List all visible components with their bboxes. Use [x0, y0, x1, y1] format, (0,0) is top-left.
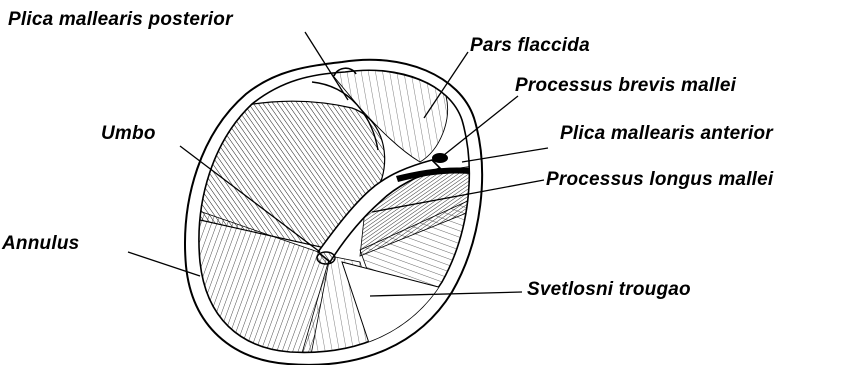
leader-plica-anterior	[462, 148, 548, 162]
label-processus-longus-mallei: Processus longus mallei	[546, 170, 773, 189]
label-umbo: Umbo	[101, 124, 156, 143]
label-plica-mallearis-posterior: Plica mallearis posterior	[8, 10, 233, 29]
label-plica-mallearis-anterior: Plica mallearis anterior	[560, 124, 773, 143]
label-annulus: Annulus	[2, 234, 79, 253]
label-processus-brevis-mallei: Processus brevis mallei	[515, 76, 736, 95]
umbo-point	[317, 252, 335, 264]
leader-annulus	[128, 252, 200, 276]
label-pars-flaccida: Pars flaccida	[470, 36, 590, 55]
label-svetlosni-trougao: Svetlosni trougao	[527, 280, 691, 299]
